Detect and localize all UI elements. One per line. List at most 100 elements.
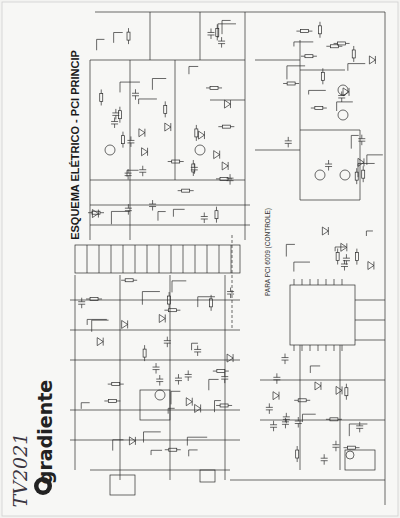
wire — [366, 231, 367, 236]
wire — [361, 135, 362, 139]
wire — [91, 320, 92, 332]
wire — [190, 190, 194, 191]
wire — [171, 281, 172, 293]
wire — [269, 410, 270, 414]
diode-symbol — [336, 386, 337, 394]
wire — [285, 418, 286, 422]
wire — [88, 212, 92, 213]
wire — [353, 58, 354, 62]
diode-symbol — [340, 243, 341, 251]
wire — [168, 161, 172, 162]
resistor-symbol — [168, 309, 176, 312]
transformer-winding — [135, 245, 136, 273]
wire — [95, 12, 385, 13]
wire — [358, 163, 359, 177]
flyback-transformer — [75, 245, 240, 273]
diode-symbol — [204, 131, 205, 139]
wire — [224, 379, 225, 383]
wire — [92, 320, 109, 321]
wire — [355, 320, 385, 321]
wire — [228, 405, 232, 406]
resistor-symbol — [172, 160, 180, 163]
ic-pin — [326, 279, 327, 285]
diode-symbol — [103, 338, 104, 346]
diode-symbol — [343, 88, 349, 92]
ic-pin — [334, 279, 335, 285]
wire — [211, 28, 212, 32]
wire — [113, 439, 124, 440]
wire — [87, 319, 88, 325]
resistor-symbol — [169, 448, 177, 451]
resistor-symbol — [355, 253, 358, 261]
wire — [81, 304, 82, 308]
wire — [218, 23, 236, 24]
wire — [114, 32, 123, 33]
wire — [335, 246, 345, 247]
wire — [319, 34, 320, 38]
wire — [228, 178, 232, 179]
wire — [286, 244, 287, 256]
wire — [323, 108, 327, 109]
wire — [361, 141, 362, 145]
diode-symbol — [165, 314, 166, 322]
wire — [300, 130, 360, 131]
wire — [209, 379, 219, 380]
diode-symbol — [227, 358, 233, 362]
wire — [298, 417, 299, 421]
transformer-winding — [87, 245, 88, 273]
diode-symbol — [165, 123, 171, 127]
wire — [169, 304, 170, 308]
diode-symbol — [97, 342, 103, 346]
wire — [322, 80, 323, 84]
wire — [178, 374, 179, 378]
wire — [152, 78, 166, 79]
ic-pin — [294, 279, 295, 285]
wire — [81, 298, 82, 302]
resistor-symbol — [220, 404, 228, 407]
diode-symbol — [138, 129, 139, 137]
wire — [120, 275, 121, 480]
ic-pin — [318, 345, 319, 351]
wire — [335, 247, 336, 251]
wire — [128, 176, 129, 180]
wire — [90, 225, 250, 226]
diode-symbol — [139, 133, 145, 137]
wire — [216, 178, 220, 179]
wire — [172, 280, 186, 281]
wire — [119, 107, 120, 111]
resistor-symbol — [195, 129, 198, 137]
wire — [338, 46, 342, 47]
wire — [210, 100, 245, 101]
diode-symbol — [129, 437, 135, 441]
wire — [159, 382, 160, 386]
wire — [344, 260, 345, 264]
wire — [245, 12, 246, 240]
diode-symbol — [198, 135, 204, 139]
wire — [334, 43, 338, 44]
diode-symbol — [186, 402, 192, 406]
resistor-symbol — [348, 446, 356, 449]
wire — [98, 298, 102, 299]
wire — [302, 414, 315, 415]
wire — [335, 447, 336, 451]
wire — [337, 101, 353, 102]
resistor-symbol — [210, 86, 218, 89]
wire — [217, 24, 218, 38]
wire — [230, 294, 231, 298]
wire — [130, 136, 131, 140]
wire — [348, 63, 365, 64]
wire — [230, 126, 234, 127]
wire — [189, 66, 198, 67]
resistor-symbol — [143, 349, 146, 357]
wire — [142, 172, 143, 176]
wire — [130, 143, 131, 147]
ic-pin — [318, 279, 319, 285]
wire — [341, 91, 342, 95]
handwritten-note: TV2021 — [11, 433, 30, 508]
connector-block — [110, 475, 135, 495]
ic-pin — [302, 345, 303, 351]
wire — [116, 400, 120, 401]
wire — [355, 300, 385, 301]
resistor-symbol — [100, 93, 103, 101]
